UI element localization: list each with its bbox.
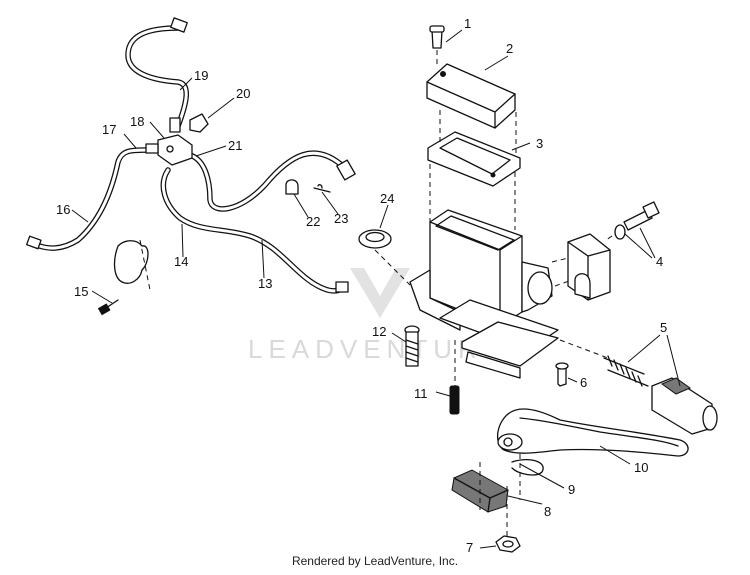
- spring-9: [511, 458, 544, 476]
- callout-16: 16: [56, 202, 70, 217]
- watermark: LEADVENTURE: [248, 268, 506, 364]
- callout-3: 3: [536, 136, 543, 151]
- pin-6: [555, 362, 569, 387]
- callout-18: 18: [130, 114, 144, 129]
- callout-5: 5: [660, 320, 667, 335]
- callout-6: 6: [580, 375, 587, 390]
- callout-11: 11: [414, 386, 428, 401]
- hose-17-16: [26, 147, 153, 251]
- clip-22: [285, 179, 299, 195]
- callout-13: 13: [258, 276, 272, 291]
- callout-20: 20: [236, 86, 250, 101]
- reservoir-cap-2: [426, 63, 516, 129]
- footer-credit: Rendered by LeadVenture, Inc.: [291, 554, 459, 568]
- callout-12: 12: [372, 324, 386, 339]
- bolt-11: [449, 340, 460, 415]
- watermark-text: LEADVENTURE: [248, 334, 506, 364]
- frame-bracket: [113, 239, 151, 291]
- callout-4: 4: [656, 254, 663, 269]
- hose-14-13: [160, 167, 349, 294]
- leader-lines: [71, 29, 681, 549]
- clip-23: [313, 184, 331, 193]
- hose-21: [187, 150, 356, 212]
- bolt-4: [605, 201, 660, 241]
- callout-9: 9: [568, 482, 575, 497]
- diaphragm-3: [427, 131, 521, 187]
- callout-14: 14: [174, 254, 188, 269]
- screw-1: [429, 25, 445, 64]
- callout-15: 15: [74, 284, 88, 299]
- callout-7: 7: [466, 540, 473, 555]
- master-cylinder-body: [409, 209, 559, 379]
- callout-10: 10: [634, 460, 648, 475]
- callout-24: 24: [380, 191, 394, 206]
- callout-2: 2: [506, 41, 513, 56]
- nut-7: [495, 486, 521, 553]
- brake-lever-10: [497, 408, 689, 457]
- callout-23: 23: [334, 211, 348, 226]
- piston-assembly-5: [559, 339, 718, 435]
- callout-8: 8: [544, 504, 551, 519]
- callout-21: 21: [228, 138, 242, 153]
- lever-block-8: [451, 454, 521, 513]
- callout-17: 17: [102, 122, 116, 137]
- junction-block-18: [145, 134, 193, 166]
- fitting-20: [189, 113, 209, 133]
- hose-19: [125, 17, 189, 133]
- callout-labels: 1 2 3 4 5 6 7 8 9 10 11 12 13 14 15 16 1…: [56, 16, 667, 555]
- seal-24: [358, 229, 411, 286]
- bolt-15: [97, 299, 119, 316]
- callout-22: 22: [306, 214, 320, 229]
- clamp-4: [551, 233, 611, 301]
- callout-1: 1: [464, 16, 471, 31]
- callout-19: 19: [194, 68, 208, 83]
- bolt-12: [404, 325, 420, 367]
